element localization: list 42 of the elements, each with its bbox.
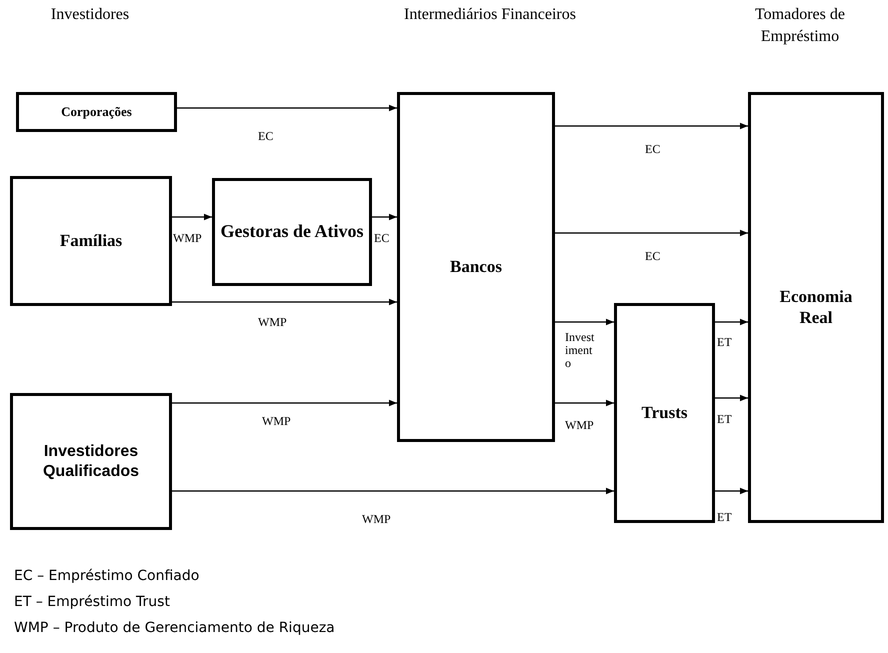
abbreviation-note: EC – Empréstimo Confiado	[14, 568, 200, 584]
node-label: Trusts	[642, 402, 688, 424]
real-economy-box	[748, 92, 884, 523]
households-box	[10, 176, 172, 306]
node-label: Investidores Qualificados	[42, 442, 140, 481]
abbreviation-note: ET – Empréstimo Trust	[14, 594, 170, 610]
edge-label: EC	[258, 130, 274, 144]
arrow	[555, 122, 748, 130]
node-label: Corporações	[61, 104, 132, 120]
node-label: Bancos	[450, 256, 502, 278]
edge-label: EC	[645, 250, 660, 264]
node-label: Gestoras de Ativos	[220, 221, 364, 243]
column-heading: Intermediários Financeiros	[403, 5, 577, 25]
edge-label: WMP	[173, 232, 202, 246]
arrow	[555, 230, 748, 236]
arrow	[715, 318, 748, 326]
edge-label: WMP	[258, 316, 287, 330]
edge-label: EC	[374, 232, 390, 246]
arrow	[172, 298, 397, 306]
column-heading: Tomadores de Empréstimo	[754, 5, 846, 47]
edge-label: WMP	[362, 513, 391, 526]
abbreviation-note: WMP – Produto de Gerenciamento de Riqueza	[14, 620, 335, 636]
node-label: Economia Real	[778, 287, 854, 328]
arrow	[172, 488, 614, 494]
edge-label: WMP	[565, 419, 594, 432]
arrow	[555, 400, 614, 406]
arrow	[172, 400, 397, 406]
qualified-investors-box	[10, 393, 172, 530]
trusts-box	[614, 303, 715, 523]
arrow	[715, 488, 748, 494]
arrow	[177, 104, 397, 112]
edge-label: WMP	[262, 415, 291, 428]
arrow	[372, 214, 397, 220]
node-label: Famílias	[60, 230, 122, 252]
arrow	[715, 394, 748, 402]
arrow	[555, 318, 614, 326]
corporations-box	[16, 92, 177, 132]
edge-label: EC	[645, 143, 660, 156]
banks-box	[397, 92, 555, 442]
asset-managers-box	[212, 178, 372, 286]
column-heading: Investidores	[50, 5, 130, 25]
arrow	[172, 214, 212, 220]
